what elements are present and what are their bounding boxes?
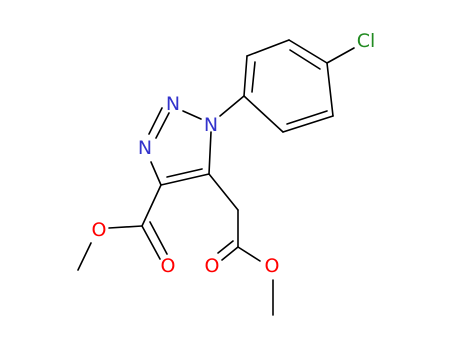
bond-c4-cl [326, 47, 355, 64]
bond-carbonyl-o-double-b [149, 221, 168, 255]
bond-aryl-n1 [219, 95, 245, 117]
bond-n3-c4 [150, 161, 162, 186]
atom-o-ester5-single-label: O [265, 255, 280, 277]
bond-ring-c2-c3-inner [286, 110, 328, 125]
bond-c4-c5-inner [166, 168, 203, 178]
bond-c4-c5 [160, 173, 210, 186]
bond-c4-carbonyl [141, 184, 162, 227]
atom-o-ester4-single-label: O [92, 219, 107, 241]
bond-carbonyl-o-single [108, 225, 143, 229]
bond-ring-c4-c5-inner [289, 49, 321, 70]
chlorophenyl-ring [243, 39, 334, 133]
bond-c5-ch2 [208, 173, 239, 211]
bond-carbonyl-o-double-a [221, 246, 239, 261]
bond-ring-c1-c2 [243, 95, 284, 133]
ester-group-c4 [77, 184, 168, 271]
bond-n1-n2 [182, 110, 202, 120]
atom-cl-label: Cl [357, 30, 376, 52]
bond-ring-c6-c1-inner [251, 61, 256, 93]
atom-n3-label: N [138, 137, 152, 159]
triazole-ring [148, 107, 212, 186]
bond-c5-n1 [208, 131, 212, 175]
atom-o-ester5-double-label: O [205, 255, 220, 277]
bond-ring-c2-c3 [282, 115, 334, 133]
bond-carbonyl-o-double-a [141, 225, 161, 260]
bond-o-methyl [77, 242, 92, 271]
atom-n2-label: N [166, 93, 180, 115]
bond-n2-n3-a [148, 107, 163, 135]
bond-carbonyl-o-single [237, 246, 261, 262]
bond-n2-n3-b [155, 112, 170, 139]
bond-carbonyl-o-double-b [217, 240, 234, 254]
bond-ring-c3-c4 [326, 62, 334, 117]
bond-ring-c5-c6 [246, 39, 290, 57]
bond-ring-c6-c1 [243, 55, 248, 97]
ester-group-c5 [208, 173, 274, 316]
bond-ring-c4-c5 [288, 39, 328, 64]
atom-o-ester4-double-label: O [161, 255, 176, 277]
atom-n1-label: N [204, 114, 218, 136]
